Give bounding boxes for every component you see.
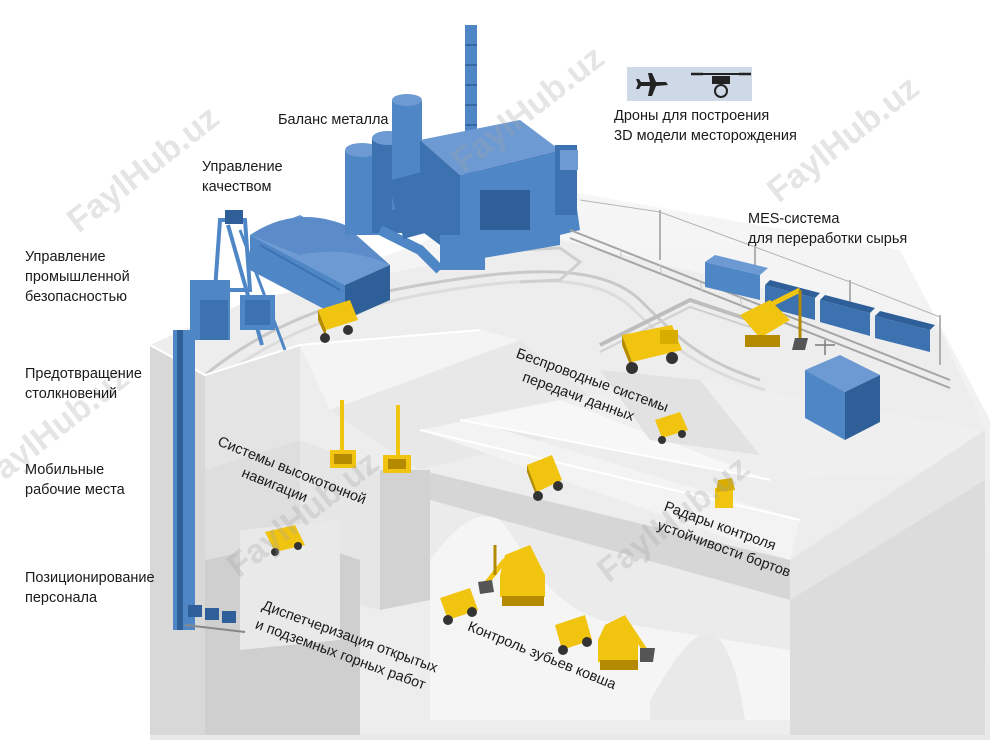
processing-plant xyxy=(345,25,580,274)
label-mobile-line1: Мобильные xyxy=(25,462,105,478)
mining-truck xyxy=(622,325,682,374)
radar xyxy=(715,478,735,508)
mining-truck xyxy=(527,455,563,501)
label-positioning-line1: Позиционирование xyxy=(25,570,155,586)
label-safety-line3: безопасностью xyxy=(25,289,127,305)
label-drones: Дроны для построения 3D модели месторожд… xyxy=(614,106,797,146)
excavator xyxy=(598,615,655,670)
drone-panel xyxy=(627,67,752,101)
label-mes-line1: MES-система xyxy=(748,211,840,227)
label-mes: MES-система для переработки сырья xyxy=(748,209,907,249)
mining-truck xyxy=(555,615,592,655)
airplane-icon xyxy=(636,73,668,96)
drill-rig xyxy=(330,400,411,473)
excavator xyxy=(478,545,545,606)
label-quality-line1: Управление xyxy=(202,159,283,175)
label-metal-balance: Баланс металла xyxy=(278,112,389,128)
label-mobile-line2: рабочие места xyxy=(25,482,125,498)
label-collision-line2: столкновений xyxy=(25,386,118,402)
label-industrial-safety: Управление промышленной безопасностью xyxy=(25,247,130,307)
label-safety-line1: Управление xyxy=(25,249,106,265)
label-collision: Предотвращение столкновений xyxy=(25,364,142,404)
label-safety-line2: промышленной xyxy=(25,269,130,285)
label-drones-line1: Дроны для построения xyxy=(614,108,770,124)
underground-loader xyxy=(265,525,305,556)
mine-shaft xyxy=(173,210,287,630)
drone-icon xyxy=(691,72,751,98)
excavator xyxy=(740,287,808,350)
label-positioning-line2: персонала xyxy=(25,590,98,606)
label-mobile-workplaces: Мобильные рабочие места xyxy=(25,460,125,500)
label-mes-line2: для переработки сырья xyxy=(748,231,908,247)
label-drones-line2: 3D модели месторождения xyxy=(614,128,797,144)
label-quality: Управление качеством xyxy=(202,157,283,197)
mining-truck xyxy=(440,588,478,625)
utility-building xyxy=(805,340,880,440)
mining-truck xyxy=(318,300,358,343)
pit-section xyxy=(149,329,985,735)
mining-truck xyxy=(655,412,688,444)
mine-carts xyxy=(184,605,246,633)
label-quality-line2: качеством xyxy=(202,179,272,195)
quality-building xyxy=(250,215,390,320)
label-positioning: Позиционирование персонала xyxy=(25,568,155,608)
label-collision-line1: Предотвращение xyxy=(25,366,142,382)
